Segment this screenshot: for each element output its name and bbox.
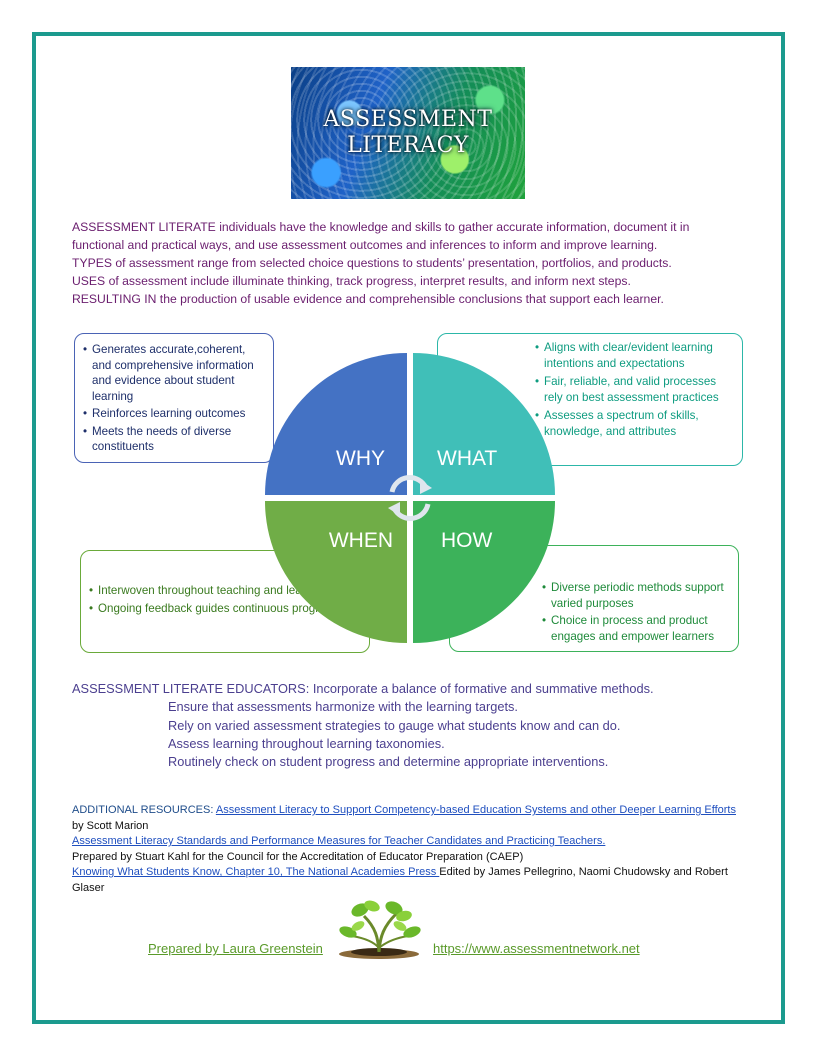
- resource-3-editors: Edited by James Pellegrino, Naomi Chudow…: [72, 866, 728, 894]
- what-label: WHAT: [437, 447, 498, 470]
- educators-lead: ASSESSMENT LITERATE EDUCATORS: Incorpora…: [72, 681, 654, 696]
- why-item: Generates accurate,coherent, and compreh…: [83, 342, 265, 404]
- when-item: Interwoven throughout teaching and learn…: [89, 583, 361, 599]
- intro-line: USES of assessment include illuminate th…: [72, 274, 631, 288]
- how-label: HOW: [441, 529, 493, 552]
- sprout-plant-icon: [339, 900, 421, 959]
- page-frame: [32, 32, 785, 1024]
- website-link[interactable]: https://www.assessmentnetwork.net: [433, 941, 640, 956]
- banner-title-line1: ASSESSMENT: [323, 107, 493, 132]
- resource-link-2[interactable]: Assessment Literacy Standards and Perfor…: [72, 835, 606, 847]
- title-banner: ASSESSMENT LITERACY: [291, 67, 525, 199]
- why-box: Generates accurate,coherent, and compreh…: [74, 333, 274, 463]
- resource-1-author: by Scott Marion: [72, 819, 149, 832]
- intro-line: ASSESSMENT LITERATE individuals have the…: [72, 220, 690, 234]
- why-item: Reinforces learning outcomes: [83, 406, 265, 422]
- how-item: Diverse periodic methods support varied …: [542, 580, 730, 611]
- resource-link-3[interactable]: Knowing What Students Know, Chapter 10, …: [72, 866, 440, 878]
- intro-line: TYPES of assessment range from selected …: [72, 256, 672, 270]
- resources-section: ADDITIONAL RESOURCES: Assessment Literac…: [72, 803, 742, 896]
- what-item: Fair, reliable, and valid processes rely…: [535, 374, 734, 405]
- resources-label: ADDITIONAL RESOURCES:: [72, 804, 214, 816]
- educators-line: Assess learning throughout learning taxo…: [168, 735, 445, 751]
- author-credit: Prepared by Laura Greenstein: [148, 941, 323, 956]
- intro-line: functional and practical ways, and use a…: [72, 238, 658, 252]
- resource-link-1[interactable]: Assessment Literacy to Support Competenc…: [215, 804, 736, 816]
- what-item: Assesses a spectrum of skills, knowledge…: [535, 408, 734, 439]
- intro-line: RESULTING IN the production of usable ev…: [72, 292, 664, 306]
- what-item: Aligns with clear/evident learning inten…: [535, 340, 734, 371]
- cycle-arrows-icon: [388, 475, 432, 521]
- intro-paragraph: ASSESSMENT LITERATE individuals have the…: [72, 218, 752, 308]
- how-item: Choice in process and product engages an…: [542, 613, 730, 644]
- when-label: WHEN: [328, 529, 393, 552]
- educators-line: Rely on varied assessment strategies to …: [168, 717, 621, 733]
- banner-title-line2: LITERACY: [347, 133, 469, 158]
- why-item: Meets the needs of diverse constituents: [83, 424, 265, 455]
- educators-line: Routinely check on student progress and …: [168, 754, 609, 770]
- when-item: Ongoing feedback guides continuous progr…: [89, 601, 361, 617]
- why-label: WHY: [336, 447, 385, 470]
- quadrant-wheel: WHY WHAT WHEN HOW: [265, 353, 555, 643]
- educators-section: ASSESSMENT LITERATE EDUCATORS: Incorpora…: [72, 680, 752, 771]
- resource-2-note: Prepared by Stuart Kahl for the Council …: [72, 850, 524, 863]
- educators-line: Ensure that assessments harmonize with t…: [168, 699, 518, 715]
